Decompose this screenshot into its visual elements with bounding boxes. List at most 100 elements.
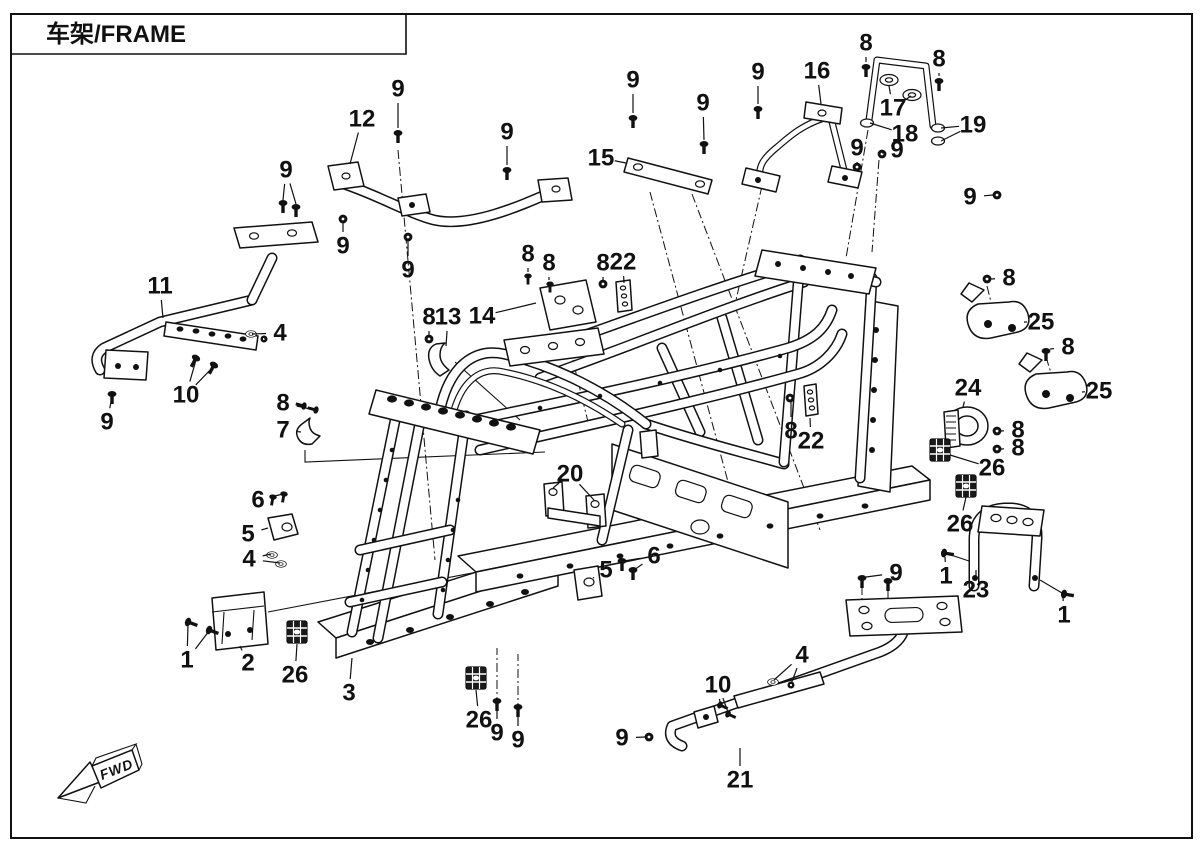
part-1-2-26-drawing: [183, 591, 523, 717]
part-label-26: 26: [979, 455, 1006, 482]
part-13-14-drawing: [424, 273, 597, 377]
part-label-8: 8: [276, 390, 289, 417]
page-title: 车架/FRAME: [46, 20, 186, 48]
part-label-11: 11: [147, 273, 172, 300]
part-label-8: 8: [1011, 435, 1024, 462]
fwd-arrow: FWD: [57, 742, 143, 804]
part-label-26: 26: [947, 511, 974, 538]
leader-line: [962, 401, 966, 408]
part-label-25: 25: [1028, 309, 1055, 336]
part-label-8: 8: [521, 241, 534, 268]
part-label-9: 9: [490, 720, 503, 747]
part-label-8: 8: [596, 250, 609, 277]
part-22-drawing: [598, 279, 819, 417]
part-label-9: 9: [401, 257, 414, 284]
leader-line: [186, 623, 189, 647]
part-label-12: 12: [349, 106, 376, 133]
leader-line: [262, 553, 272, 557]
part-label-9: 9: [890, 137, 903, 164]
part-label-9: 9: [279, 157, 292, 184]
leader-line: [495, 302, 537, 314]
leader-line: [349, 657, 353, 680]
part-label-2: 2: [241, 650, 254, 677]
part-label-9: 9: [889, 560, 902, 587]
leader-line: [869, 122, 892, 131]
part-16-drawing: [741, 101, 1002, 200]
leader-line: [251, 332, 267, 335]
part-label-20: 20: [557, 461, 584, 488]
part-15-drawing: [623, 106, 763, 195]
part-23-drawing: [940, 502, 1075, 601]
part-label-6: 6: [647, 543, 660, 570]
part-label-9: 9: [963, 184, 976, 211]
leader-line: [289, 183, 297, 205]
part-label-15: 15: [588, 145, 615, 172]
part-label-9: 9: [336, 233, 349, 260]
part-label-8: 8: [542, 250, 555, 277]
part-label-26: 26: [282, 662, 309, 689]
part-label-24: 24: [955, 375, 982, 402]
leader-line: [194, 630, 210, 650]
page-border: [10, 13, 1193, 839]
part-label-4: 4: [242, 546, 256, 573]
leader-line: [296, 404, 304, 407]
part-label-9: 9: [511, 727, 524, 754]
part-label-18: 18: [892, 121, 919, 148]
leader-line: [160, 299, 164, 319]
part-label-8: 8: [1002, 265, 1015, 292]
leader-line: [904, 95, 912, 101]
part-label-1: 1: [1057, 602, 1070, 629]
leader-line: [195, 365, 215, 386]
leader-line: [614, 160, 627, 164]
part-11-drawing: [91, 200, 319, 404]
part-label-5: 5: [599, 557, 612, 584]
leader-line: [722, 697, 729, 713]
leader-line: [349, 132, 359, 165]
leader-line: [295, 643, 298, 662]
leader-line: [940, 125, 960, 129]
part-label-9: 9: [626, 67, 639, 94]
part-label-8: 8: [932, 46, 945, 73]
leader-line: [552, 482, 560, 489]
leader-line: [282, 183, 286, 201]
leader-line: [865, 574, 883, 578]
part-label-3: 3: [342, 680, 355, 707]
part-label-9: 9: [100, 409, 113, 436]
leader-line: [445, 330, 448, 347]
part-label-7: 7: [276, 417, 289, 444]
part-label-8: 8: [784, 418, 797, 445]
part-12-drawing: [327, 130, 573, 242]
part-label-14: 14: [469, 303, 496, 330]
leader-line: [790, 667, 798, 685]
part-label-8: 8: [1011, 417, 1024, 444]
leader-line: [592, 576, 595, 579]
part-20-5-6-drawing: [266, 400, 638, 601]
leader-line: [962, 496, 967, 511]
leader-line: [983, 194, 994, 197]
leader-line: [773, 663, 792, 681]
part-25-24-26-drawing: [929, 274, 1088, 498]
part-label-25: 25: [1086, 378, 1113, 405]
leader-line: [886, 579, 891, 585]
part-label-10: 10: [705, 672, 732, 699]
part-label-22: 22: [610, 249, 637, 276]
part-label-8: 8: [859, 30, 872, 57]
leader-line: [818, 84, 822, 105]
part-label-13: 13: [435, 304, 462, 331]
leader-line: [888, 85, 892, 95]
part-label-22: 22: [798, 428, 825, 455]
part-label-9: 9: [615, 725, 628, 752]
leader-line: [271, 493, 284, 498]
part-label-16: 16: [804, 58, 831, 85]
leader-line: [239, 645, 243, 651]
leader-line: [475, 689, 479, 707]
leader-line: [189, 359, 197, 382]
leader-line: [262, 560, 281, 564]
part-label-9: 9: [696, 90, 709, 117]
leader-line: [263, 337, 268, 340]
leader-line: [109, 396, 113, 409]
part-label-1: 1: [939, 563, 952, 590]
leader-line: [702, 116, 705, 141]
